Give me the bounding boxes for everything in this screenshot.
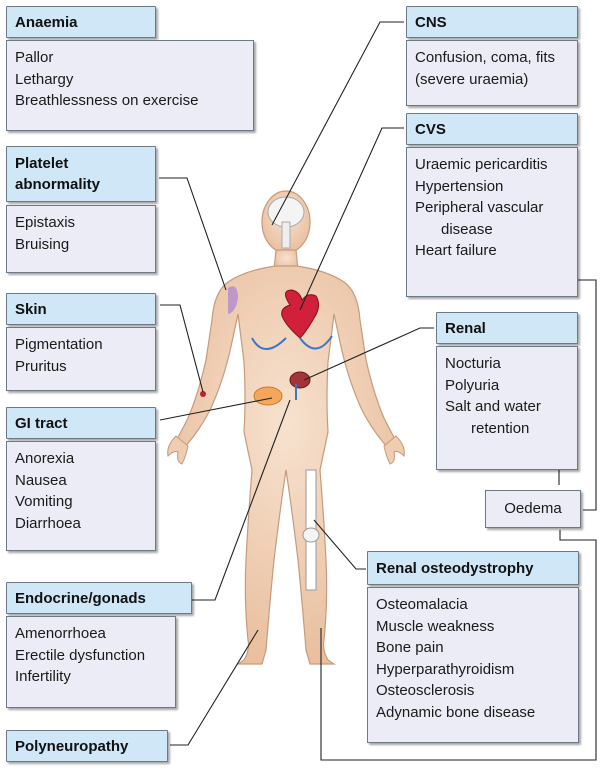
cns-header: CNS [406,6,578,38]
list-item: Bone pain [376,637,570,659]
platelet-title-line1: Platelet [15,153,147,174]
list-item: Osteomalacia [376,594,570,616]
list-item: Infertility [15,666,167,688]
cns-list: Confusion, coma, fits (severe uraemia) [406,40,578,106]
list-item: Pruritus [15,356,147,378]
list-item: Peripheral vascular [415,197,569,219]
list-item: Polyuria [445,375,569,397]
list-item: Salt and water [445,396,569,418]
gi-list: Anorexia Nausea Vomiting Diarrhoea [6,441,156,551]
list-item: Epistaxis [15,212,147,234]
oedema-box: Oedema [485,490,581,528]
cvs-list: Uraemic pericarditis Hypertension Periph… [406,147,578,297]
anaemia-header: Anaemia [6,6,156,38]
list-item: Vomiting [15,491,147,513]
renal-list: Nocturia Polyuria Salt and water retenti… [436,346,578,470]
list-item: Bruising [15,234,147,256]
renal-header: Renal [436,312,578,344]
list-item: Adynamic bone disease [376,702,570,724]
skin-list: Pigmentation Pruritus [6,327,156,391]
gi-organ [254,387,282,405]
list-item: Amenorrhoea [15,623,167,645]
osteo-list: Osteomalacia Muscle weakness Bone pain H… [367,587,579,743]
list-item: retention [445,418,569,440]
list-item: disease [415,219,569,241]
list-item: Breathlessness on exercise [15,90,245,112]
osteo-header: Renal osteodystrophy [367,551,579,585]
platelet-header: Platelet abnormality [6,146,156,202]
skin-header: Skin [6,293,156,325]
list-item: Nocturia [445,353,569,375]
list-item: (severe uraemia) [415,69,569,91]
polyneuropathy-header: Polyneuropathy [6,730,168,762]
list-item: Uraemic pericarditis [415,154,569,176]
list-item: Pallor [15,47,245,69]
list-item: Erectile dysfunction [15,645,167,667]
endocrine-header: Endocrine/gonads [6,582,192,614]
list-item: Heart failure [415,240,569,262]
platelet-list: Epistaxis Bruising [6,205,156,273]
list-item: Osteosclerosis [376,680,570,702]
gi-header: GI tract [6,407,156,439]
list-item: Hypertension [415,176,569,198]
platelet-title-line2: abnormality [15,174,147,195]
list-item: Hyperparathyroidism [376,659,570,681]
list-item: Muscle weakness [376,616,570,638]
list-item: Anorexia [15,448,147,470]
list-item: Diarrhoea [15,513,147,535]
list-item: Pigmentation [15,334,147,356]
endocrine-list: Amenorrhoea Erectile dysfunction Inferti… [6,616,176,708]
human-body-silhouette [174,191,398,664]
anaemia-list: Pallor Lethargy Breathlessness on exerci… [6,40,254,131]
list-item: Confusion, coma, fits [415,47,569,69]
list-item: Lethargy [15,69,245,91]
cvs-header: CVS [406,113,578,145]
list-item: Nausea [15,470,147,492]
